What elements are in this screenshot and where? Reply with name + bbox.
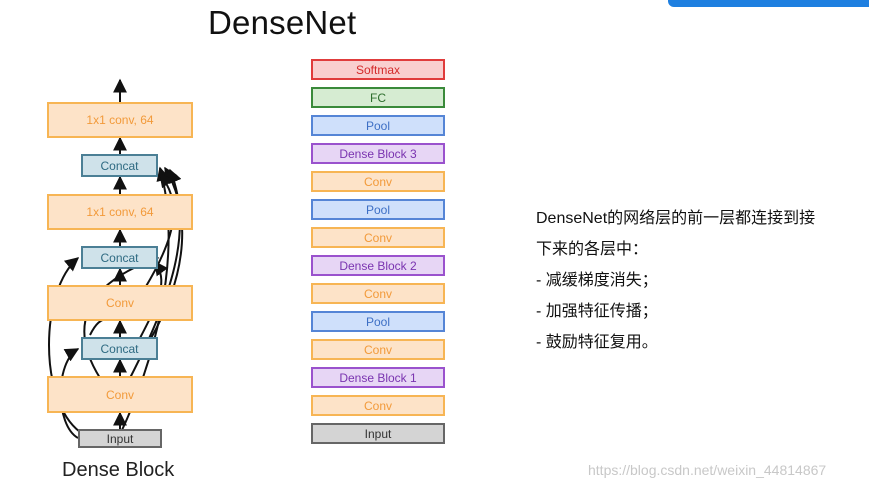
stack-fc: FC [311,87,445,108]
dense-conv-block-1: Conv [47,376,193,413]
stack-conv-3: Conv [311,283,445,304]
description-line-1: DenseNet的网络层的前一层都连接到接 [536,210,816,227]
stack-conv-4: Conv [311,227,445,248]
dense-concat-block-3: Concat [81,154,158,177]
stack-pool-1: Pool [311,311,445,332]
dense-concat-block-1: Concat [81,337,158,360]
stack-conv-2: Conv [311,339,445,360]
skip-input-concat2 [48,257,81,433]
stack-dense-block-1: Dense Block 1 [311,367,445,388]
description-line-2: 下来的各层中： [536,241,649,258]
dense-conv-block-2: Conv [47,285,193,321]
stack-conv-5: Conv [311,171,445,192]
stack-dense-block-3: Dense Block 3 [311,143,445,164]
dense-block-caption: Dense Block [62,459,175,481]
stack-pool-3: Pool [311,115,445,136]
description-bullet-2: - 加强特征传播； [536,303,658,320]
stack-softmax: Softmax [311,59,445,80]
stack-conv-1: Conv [311,395,445,416]
top-accent-bar [668,0,869,7]
stack-input: Input [311,423,445,444]
dense-input-block: Input [78,429,162,448]
watermark: https://blog.csdn.net/weixin_44814867 [588,462,827,478]
page-title: DenseNet [208,4,357,41]
dense-conv-block-3: 1x1 conv, 64 [47,194,193,230]
stack-pool-2: Pool [311,199,445,220]
dense-concat-block-2: Concat [81,246,158,269]
description-bullet-1: - 减缓梯度消失； [536,272,658,289]
stack-dense-block-2: Dense Block 2 [311,255,445,276]
dense-conv-block-4: 1x1 conv, 64 [47,102,193,138]
description-bullet-3: - 鼓励特征复用。 [536,334,658,351]
